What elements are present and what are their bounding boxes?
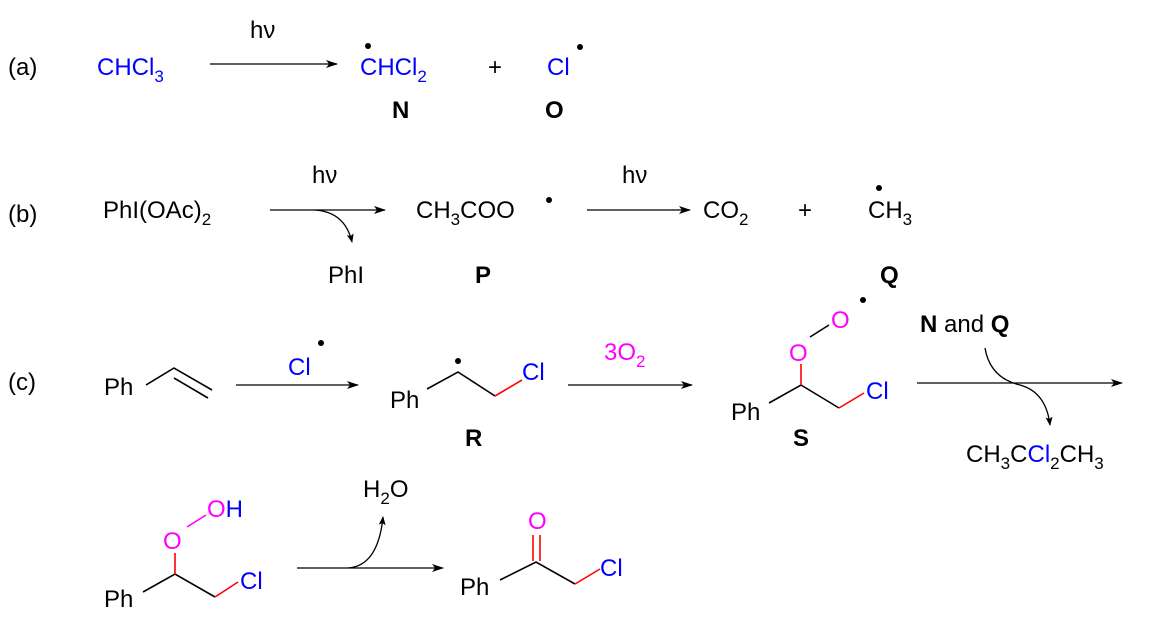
phi-oac2: PhI(OAc)2 — [103, 197, 211, 229]
label-o: O — [545, 97, 564, 124]
methyl-radical: CH3 — [868, 197, 912, 229]
reaction-b: (b) PhI(OAc)2 hν PhI CH3COO P hν CO2 + C… — [8, 162, 912, 289]
double-bond — [173, 377, 209, 399]
oxygen-label: O — [831, 307, 850, 334]
bond — [426, 371, 496, 397]
product-ketone: Ph O Cl — [460, 508, 623, 601]
plus-sign: + — [488, 54, 502, 81]
radical-dot — [455, 358, 461, 364]
o-o-bond — [809, 324, 830, 338]
label-s: S — [793, 425, 809, 452]
radical-dot — [546, 197, 552, 203]
curved-arrow — [347, 516, 386, 569]
chcl2-radical: CHCl2 — [360, 54, 427, 86]
plus-sign: + — [798, 197, 812, 224]
intermediate-r: Ph Cl R — [390, 358, 545, 452]
cl-label: Cl — [600, 555, 623, 582]
curved-arrow — [984, 347, 1053, 426]
c-cl-bond — [494, 379, 523, 397]
oxygen-label: O — [163, 528, 182, 555]
radical-dot — [365, 43, 371, 49]
radical-dot — [318, 340, 324, 346]
phi-byproduct: PhI — [328, 262, 364, 289]
cl-label: Cl — [522, 359, 545, 386]
triplet-oxygen: 3O2 — [604, 339, 645, 371]
bond — [768, 384, 840, 409]
phenyl-label: Ph — [104, 374, 133, 401]
label-q: Q — [880, 262, 899, 289]
acetoxy-radical: CH3COO — [416, 197, 515, 229]
hydroperoxide: Ph O OH Cl — [104, 496, 263, 613]
reaction-c: (c) Ph Cl Ph Cl R 3O2 Ph O O — [8, 297, 1123, 613]
chcl3: CHCl3 — [97, 54, 164, 86]
oh-group: OH — [207, 496, 243, 523]
label-p: P — [475, 262, 491, 289]
cl-label: Cl — [866, 378, 889, 405]
intermediate-s: Ph O O Cl S — [731, 297, 889, 452]
o-o-bond — [186, 514, 207, 528]
condition-light: hν — [250, 17, 275, 44]
phenyl-label: Ph — [460, 574, 489, 601]
label-r: R — [465, 425, 482, 452]
c-cl-bond — [838, 392, 865, 409]
c-cl-bond — [574, 568, 601, 585]
curved-arrow — [314, 209, 354, 243]
label-n: N — [392, 97, 409, 124]
bond — [142, 573, 216, 598]
cl-label: Cl — [240, 568, 263, 595]
water: H2O — [363, 476, 408, 508]
condition-light: hν — [622, 162, 647, 189]
condition-light: hν — [312, 162, 337, 189]
radical-dot — [577, 44, 583, 50]
reagent-n-and-q: N and Q — [920, 311, 1009, 338]
styrene: Ph — [104, 367, 213, 401]
part-label-a: (a) — [8, 54, 37, 81]
cl-radical-reagent: Cl — [288, 354, 311, 381]
bond — [145, 367, 213, 391]
co2: CO2 — [703, 197, 748, 229]
oxygen-label: O — [528, 508, 547, 535]
bond — [499, 561, 576, 585]
c-cl-bond — [214, 581, 239, 598]
oxygen-label: O — [789, 340, 808, 367]
reaction-a: (a) CHCl3 hν CHCl2 N + Cl O — [8, 17, 583, 124]
part-label-c: (c) — [8, 369, 36, 396]
phenyl-label: Ph — [390, 387, 419, 414]
phenyl-label: Ph — [731, 399, 760, 426]
cl-radical: Cl — [547, 54, 570, 81]
radical-dot — [876, 185, 882, 191]
part-label-b: (b) — [8, 201, 37, 228]
dichloropropane: CH3CCl2CH3 — [966, 441, 1104, 473]
phenyl-label: Ph — [104, 586, 133, 613]
radical-dot — [860, 297, 866, 303]
